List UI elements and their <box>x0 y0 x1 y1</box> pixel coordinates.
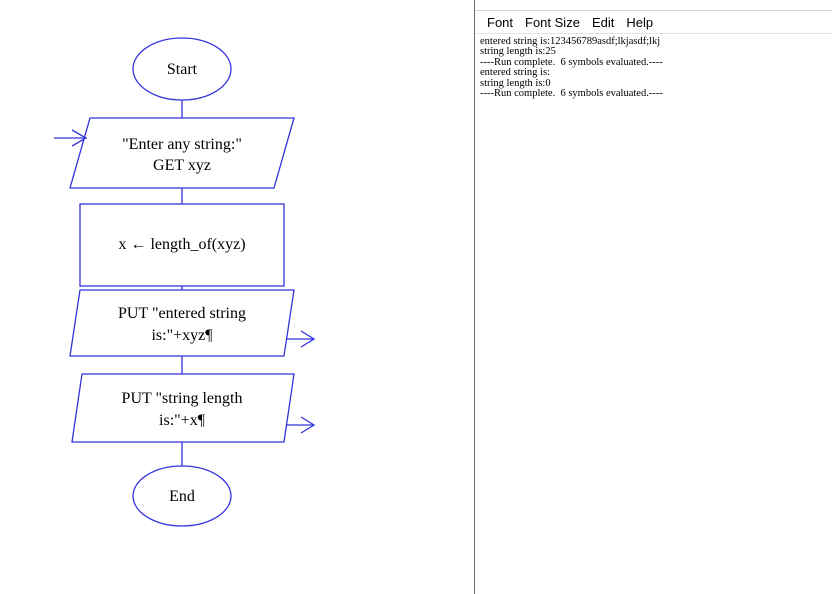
output-1-arrow-icon <box>287 330 316 348</box>
console-menubar: Font Font Size Edit Help <box>475 11 832 34</box>
console-title-strip <box>475 0 832 11</box>
end-label: End <box>169 488 195 505</box>
output-line: string length is:25 <box>480 46 556 58</box>
output-line: entered string is:123456789asdf;lkjasdf;… <box>480 36 661 47</box>
menu-help[interactable]: Help <box>626 14 654 30</box>
output-line: string length is:0 <box>480 77 551 89</box>
end-terminal[interactable]: End <box>132 465 232 527</box>
input-arrow-icon <box>54 129 88 147</box>
assignment-text: x ← length_of(xyz) <box>118 236 245 253</box>
output-line: ----Run complete. 6 symbols evaluated.--… <box>480 88 663 100</box>
master-console-window: Font Font Size Edit Help entered string … <box>474 0 832 594</box>
input-block[interactable]: "Enter any string:" GET xyz <box>69 117 295 189</box>
menu-edit[interactable]: Edit <box>591 14 615 30</box>
output-2-line2: is:"+x¶ <box>159 412 206 429</box>
output-1-line1: PUT "entered string <box>118 305 246 322</box>
assignment-block[interactable]: x ← length_of(xyz) <box>79 203 285 287</box>
output-2-line1: PUT "string length <box>122 390 243 407</box>
start-label: Start <box>167 61 198 78</box>
output-2-arrow-icon <box>287 416 316 434</box>
output-block-2[interactable]: PUT "string length is:"+x¶ <box>71 373 295 443</box>
output-line: entered string is: <box>480 67 550 79</box>
menu-font[interactable]: Font <box>487 14 514 30</box>
start-terminal[interactable]: Start <box>132 37 232 101</box>
output-1-line2: is:"+xyz¶ <box>151 327 213 344</box>
output-block-1[interactable]: PUT "entered string is:"+xyz¶ <box>69 289 295 357</box>
menu-font-size[interactable]: Font Size <box>525 14 580 30</box>
input-prompt-text: "Enter any string:" <box>122 136 242 153</box>
console-output[interactable]: entered string is:123456789asdf;lkjasdf;… <box>475 34 832 99</box>
output-line: ----Run complete. 6 symbols evaluated.--… <box>480 56 663 68</box>
flowchart: Start "Enter any string:" GET xyz x ← le… <box>54 37 316 527</box>
input-get-text: GET xyz <box>153 157 211 174</box>
